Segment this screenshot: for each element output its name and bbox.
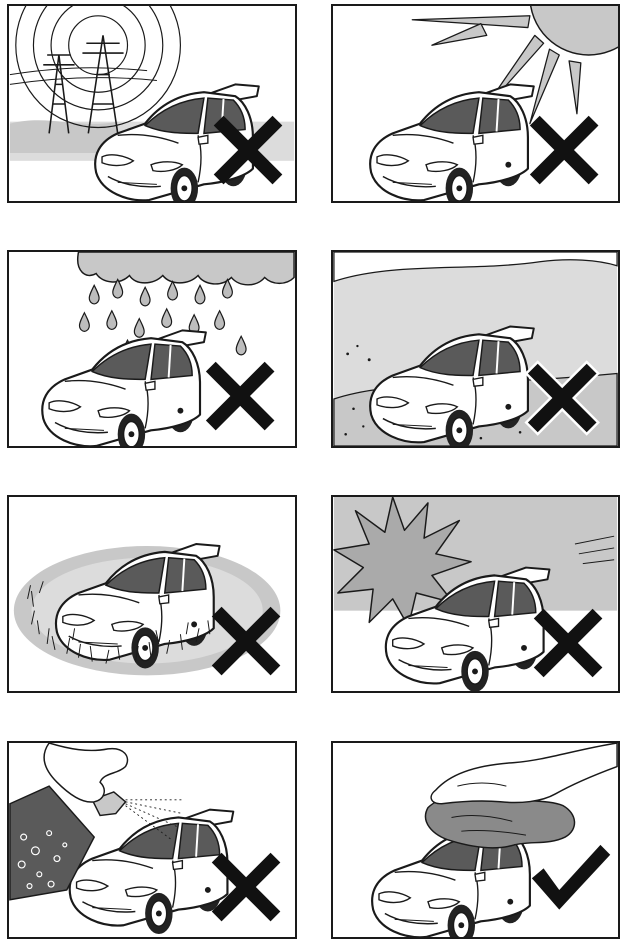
- dirt-illustration: [333, 252, 618, 446]
- sunlight-illustration: [369, 6, 618, 201]
- rain-illustration: [41, 252, 295, 446]
- panel-spray-cleaner: [7, 741, 297, 939]
- check-mark-icon: [531, 844, 611, 910]
- collision-illustration: [333, 497, 618, 691]
- spray-illustration: [9, 743, 281, 936]
- panel-wipe-with-cloth: [331, 741, 620, 939]
- panel-tall-grass: [7, 495, 297, 693]
- panel-rain: [7, 250, 297, 448]
- panel-direct-sunlight: [331, 4, 620, 203]
- power-lines-illustration: [9, 6, 295, 201]
- panel-collision: [331, 495, 620, 693]
- x-mark-icon: [529, 115, 599, 185]
- wipe-illustration: [371, 743, 618, 937]
- panel-power-lines: [7, 4, 297, 203]
- panel-sand-and-dirt: [331, 250, 620, 448]
- x-mark-icon: [205, 361, 275, 431]
- grass-illustration: [13, 542, 281, 676]
